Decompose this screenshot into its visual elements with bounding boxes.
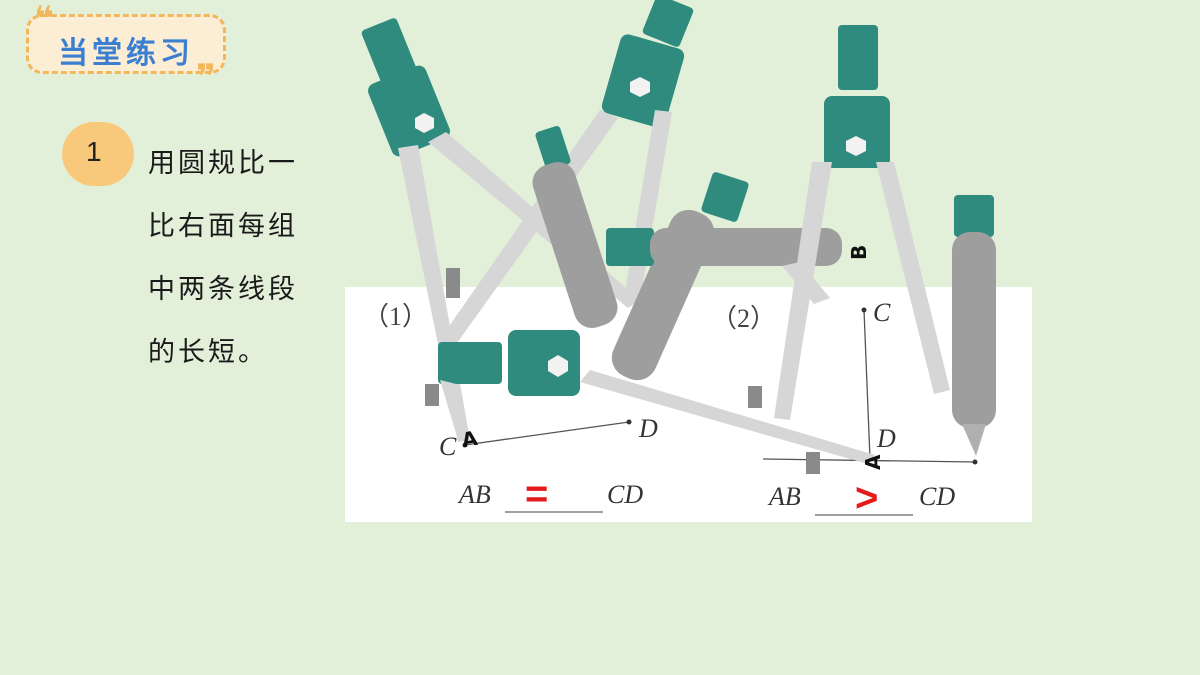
question-number: 1 [86,136,102,167]
figure-1-right-term: CD [607,480,643,509]
question-number-badge: 1 [62,122,134,186]
point-b-2 [972,459,978,465]
title-badge: 当堂练习 [26,14,226,74]
compass-icon: A A [425,330,885,474]
point-a-2-label: A [861,454,885,470]
figure-2-right-term: CD [919,482,955,511]
point-a-1-label: A [460,426,480,452]
question-line: 中两条线段 [148,274,298,305]
point-b-1-label: B [847,245,871,260]
figure-2-left-term: AB [767,482,801,511]
point-d-1-label: D [638,414,658,443]
question-line: 用圆规比一 [148,148,298,179]
figure-1-answer: = [525,472,548,516]
question-text: 用圆规比一 比右面每组 中两条线段 的长短。 [148,132,328,384]
segment-cd-2 [863,309,871,460]
point-d-2-label: D [876,424,896,453]
question-line: 比右面每组 [148,211,298,242]
point-c-2 [861,307,867,313]
question-line: 的长短。 [148,337,268,368]
compass-icon [774,25,996,456]
figure-1-label: （1） [363,302,428,331]
quote-close-icon: ❞ [196,57,216,97]
figure-2-label: （2） [711,304,776,333]
figure-1-left-term: AB [457,480,491,509]
point-c-1-label: C [439,432,457,461]
figure-2-answer: > [855,476,878,520]
page-title: 当堂练习 [58,36,194,71]
point-d-1 [626,419,632,425]
point-c-1 [462,442,468,448]
segment-cd-1 [464,421,630,446]
quote-open-icon: ❝ [34,0,54,39]
point-c-2-label: C [873,298,891,327]
